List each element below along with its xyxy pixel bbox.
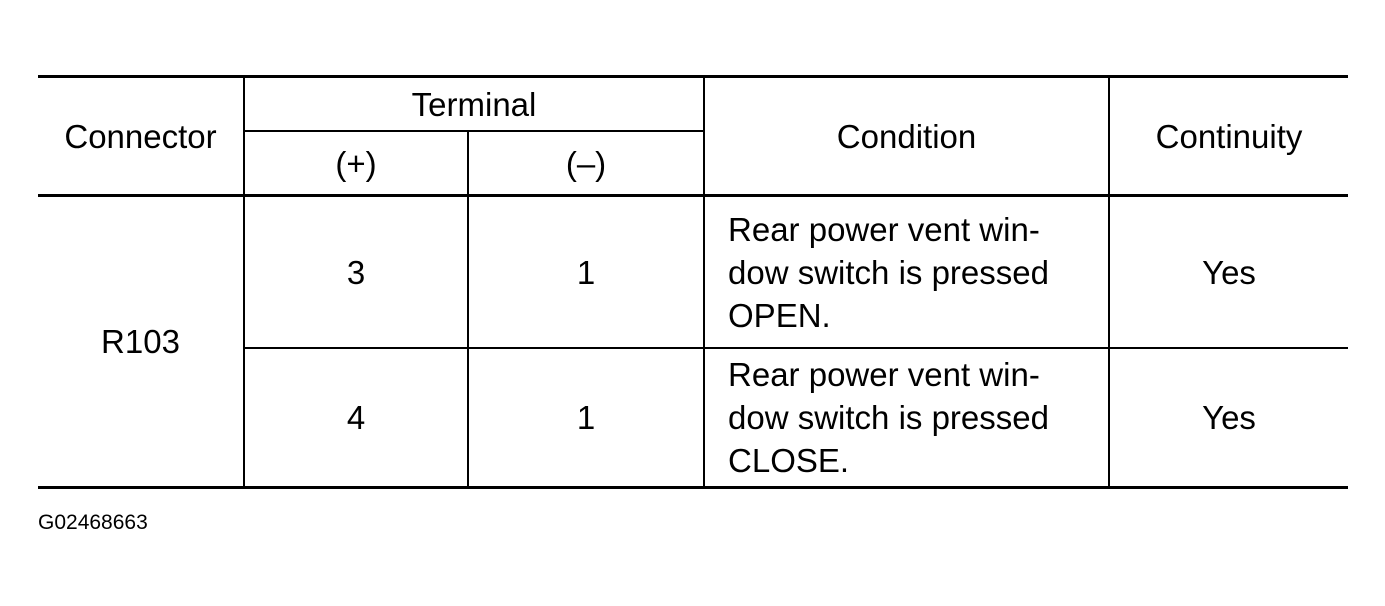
table-body: R103 3 1 Rear power vent win- dow switch…	[38, 195, 1349, 489]
terminal-plus-header: (+)	[244, 131, 469, 197]
header-row: Connector Terminal Condition Continuity	[38, 75, 1349, 197]
condition-text: Rear power vent win- dow switch is press…	[728, 210, 1049, 334]
condition-cell: Rear power vent win- dow switch is press…	[703, 195, 1111, 349]
header-subrow: (+) (–)	[38, 131, 1348, 197]
continuity-spec-table: Connector Terminal Condition Continuity …	[38, 75, 1349, 489]
continuity-cell: Yes	[1108, 195, 1349, 349]
terminal-minus-cell: 1	[466, 348, 706, 489]
figure-id: G02468663	[38, 511, 148, 534]
terminal-plus-cell: 4	[244, 348, 469, 489]
continuity-header: Continuity	[1108, 75, 1349, 197]
connector-header: Connector	[38, 75, 245, 197]
table-row: 4 1 Rear power vent win- dow switch is p…	[38, 348, 1349, 489]
terminal-header: Terminal	[242, 75, 706, 132]
table-row: R103 3 1 Rear power vent win- dow switch…	[38, 195, 1349, 489]
condition-cell: Rear power vent win- dow switch is press…	[703, 348, 1111, 489]
condition-text: Rear power vent win- dow switch is press…	[728, 356, 1049, 479]
terminal-minus-header: (–)	[466, 131, 705, 197]
condition-header: Condition	[703, 75, 1111, 197]
terminal-minus-cell: 1	[466, 195, 706, 349]
table-header: Connector Terminal Condition Continuity …	[38, 75, 1349, 197]
connector-cell: R103	[38, 195, 245, 489]
terminal-plus-cell: 3	[243, 195, 469, 349]
continuity-cell: Yes	[1108, 348, 1349, 489]
